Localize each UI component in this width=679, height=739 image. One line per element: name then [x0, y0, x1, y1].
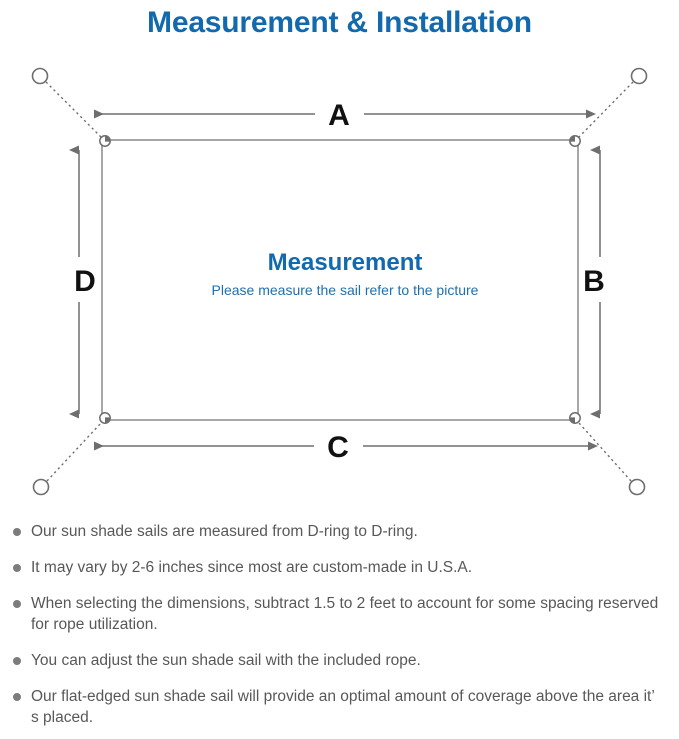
dimension-label-b: B	[583, 265, 605, 298]
sail-subheading: Please measure the sail refer to the pic…	[212, 282, 479, 298]
list-item: When selecting the dimensions, subtract …	[0, 593, 663, 635]
note-text: You can adjust the sun shade sail with t…	[31, 652, 421, 669]
note-text: When selecting the dimensions, subtract …	[31, 595, 659, 633]
dimension-label-d: D	[74, 265, 96, 298]
bullet-icon	[13, 600, 21, 608]
sail-heading: Measurement	[268, 249, 423, 276]
list-item: It may vary by 2-6 inches since most are…	[0, 557, 663, 578]
anchor-top-right-icon	[630, 67, 648, 85]
d-ring-tabs	[105, 136, 575, 423]
rope-lines	[45, 81, 634, 482]
note-text: Our flat-edged sun shade sail will provi…	[31, 688, 655, 726]
sail-rectangle	[101, 139, 579, 421]
page-title: Measurement & Installation	[147, 6, 532, 39]
dimension-label-a: A	[328, 99, 350, 132]
anchor-bottom-left-icon	[32, 478, 50, 496]
bullet-icon	[13, 693, 21, 701]
anchor-bottom-right-icon	[628, 478, 646, 496]
note-text: Our sun shade sails are measured from D-…	[31, 523, 418, 540]
bullet-icon	[13, 564, 21, 572]
bullet-icon	[13, 657, 21, 665]
list-item: Our flat-edged sun shade sail will provi…	[0, 686, 663, 728]
bullet-icon	[13, 528, 21, 536]
list-item: Our sun shade sails are measured from D-…	[0, 521, 663, 542]
dimension-label-c: C	[327, 431, 349, 464]
anchor-top-left-icon	[31, 67, 49, 85]
notes-list: Our sun shade sails are measured from D-…	[0, 521, 679, 728]
list-item: You can adjust the sun shade sail with t…	[0, 650, 663, 671]
measurement-diagram: A C D B Measurement Please measure the s…	[0, 52, 679, 514]
anchor-rings	[31, 67, 648, 496]
note-text: It may vary by 2-6 inches since most are…	[31, 559, 473, 576]
